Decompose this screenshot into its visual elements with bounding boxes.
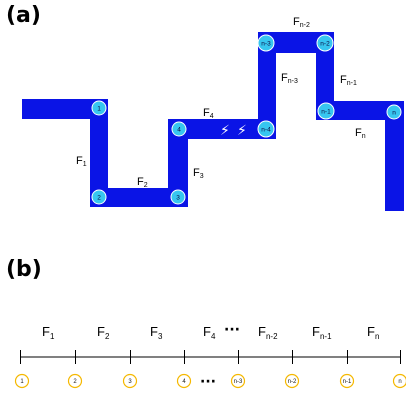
node-a-2: 2 [91,189,107,205]
force-label-fn-1: Fn-1 [312,324,332,341]
force-labels-a: F1 F2 F3 F4 Fn-3 Fn-2 Fn-1 Fn [76,16,366,189]
node-label: 1 [97,105,101,112]
force-label-fn-2: Fn-2 [293,16,310,29]
chain-segment-left-arm [22,99,108,119]
force-label-fn: Fn [367,324,379,341]
node-a-n: n [386,104,402,120]
node-label: n-1 [321,108,331,115]
node-label: n-2 [288,379,297,385]
node-a-n-1: n-1 [317,102,335,120]
panel-b-label: (b) [6,257,42,282]
bond-break-symbols: ⚡ ⚡ [220,123,247,139]
node-label: 3 [128,379,132,385]
panel-a-label: (a) [6,3,41,28]
force-label-fn-2: Fn-2 [258,324,278,341]
segment-nodes: 1 2 3 4 ··· n-3 n-2 n-1 n [14,373,406,390]
node-b-1: 1 [14,373,30,389]
node-b-n-3: n-3 [230,373,246,389]
chain-segment-down-1 [90,99,108,207]
node-label: n [392,109,396,116]
chain-segment-right-tail [385,101,404,211]
node-b-n-2: n-2 [284,373,300,389]
node-a-4: 4 [171,121,187,137]
node-a-n-2: n-2 [316,34,334,52]
node-a-n-3: n-3 [257,34,275,52]
force-label-fn: Fn [355,127,366,140]
force-label-f2: F2 [97,324,110,341]
node-b-n-1: n-1 [339,373,355,389]
node-label: 4 [177,126,181,133]
force-label-f3: F3 [150,324,163,341]
force-labels-b: F1 F2 F3 F4 ··· Fn-2 Fn-1 Fn [42,322,379,341]
node-b-3: 3 [122,373,138,389]
force-label-f1: F1 [42,324,55,341]
node-label: 4 [182,379,186,385]
force-label-f4: F4 [203,107,214,120]
chain-segment-up-2 [258,32,276,139]
node-a-n-4: n-4 [257,120,275,138]
force-label-f3: F3 [193,167,204,180]
chain-segment-middle [168,119,276,139]
force-label-fn-3: Fn-3 [281,72,298,85]
ellipsis: ··· [200,374,216,390]
segment-axis [20,350,401,364]
chain-segment-right-arm [316,101,404,120]
node-label: 2 [73,379,77,385]
node-b-2: 2 [67,373,83,389]
node-b-n: n [392,373,406,389]
ellipsis: ··· [224,322,240,338]
chain-polymer [22,32,404,211]
node-label: n-3 [234,379,243,385]
node-label: n-2 [320,40,330,47]
node-label: n-4 [261,126,271,133]
chain-segment-down-2 [316,32,334,120]
node-label: 2 [97,194,101,201]
lightning-bolt-icon: ⚡ [237,123,247,139]
node-label: n [398,379,401,385]
force-label-f1: F1 [76,155,87,168]
node-label: 1 [20,379,24,385]
lightning-bolt-icon: ⚡ [220,123,230,139]
chain-segment-bottom [90,188,188,207]
force-label-fn-1: Fn-1 [340,74,357,87]
node-a-3: 3 [170,189,186,205]
node-b-4: 4 [176,373,192,389]
node-label: n-3 [261,40,271,47]
chain-nodes: 1 2 3 4 n-4 n-3 n-2 n-1 [91,34,402,205]
chain-segment-top [258,32,334,53]
node-label: 3 [176,194,180,201]
node-a-1: 1 [91,100,107,116]
node-label: n-1 [343,379,352,385]
chain-segment-up-1 [168,119,188,207]
force-label-f4: F4 [203,324,216,341]
force-label-f2: F2 [137,176,148,189]
